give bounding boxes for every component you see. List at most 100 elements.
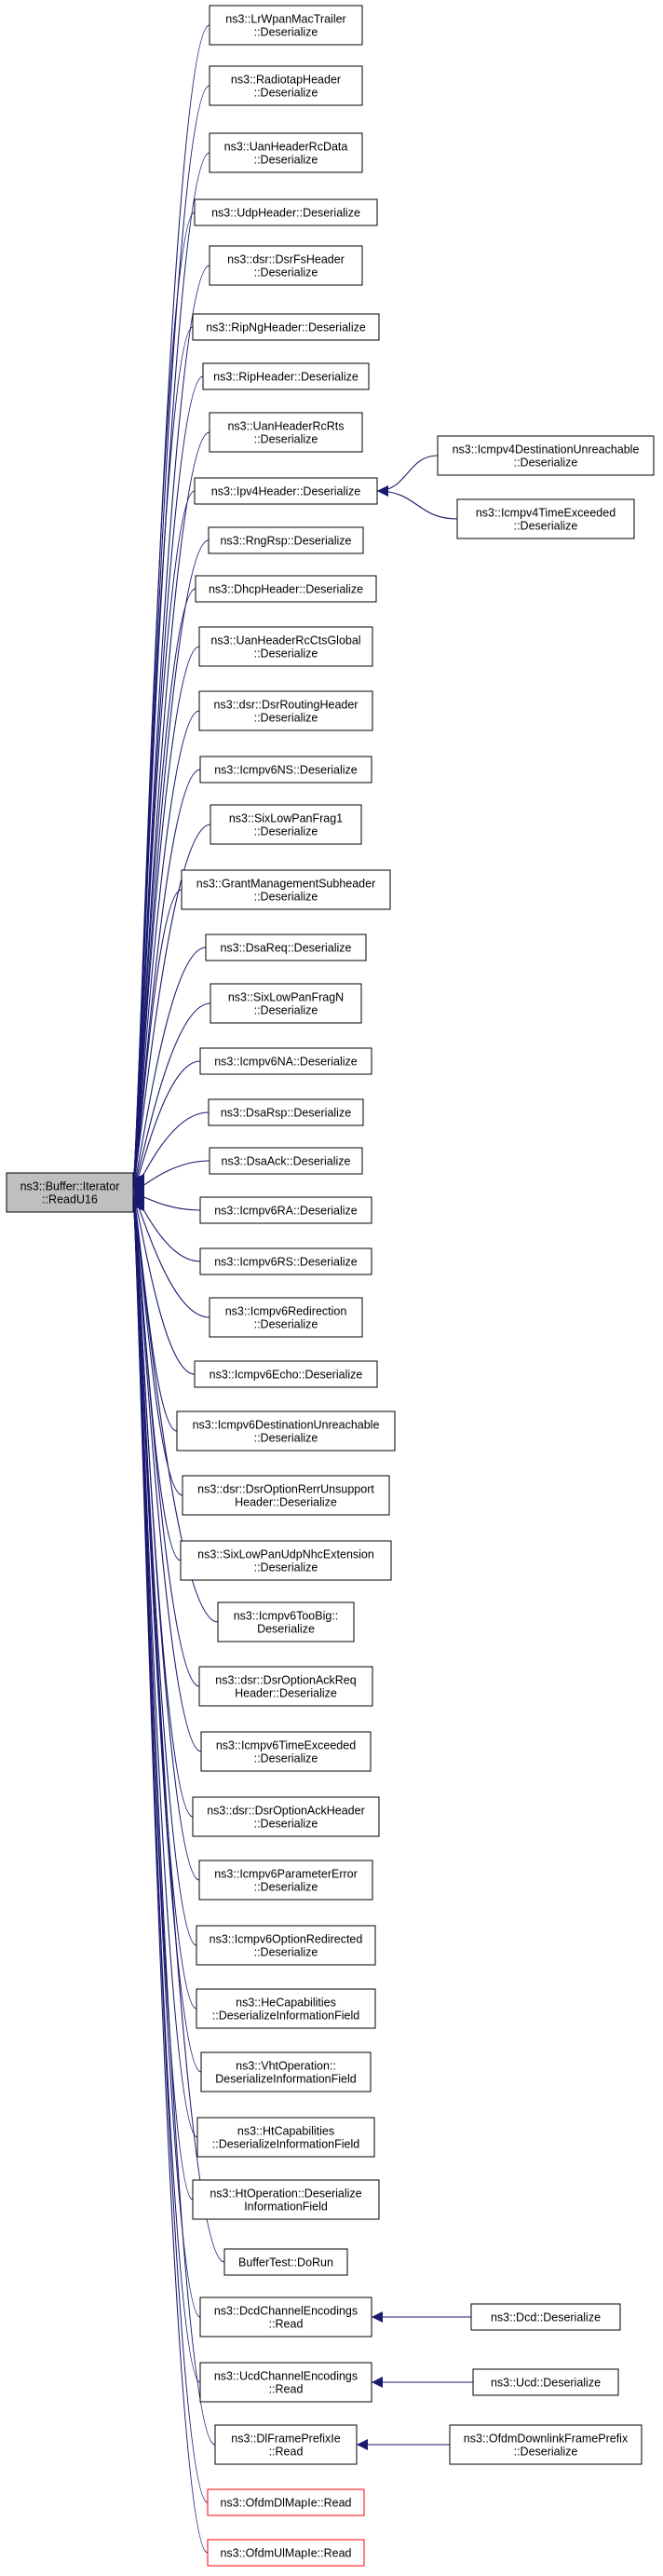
function-node-n24[interactable]: ns3::Icmpv6Echo::Deserialize — [194, 1360, 378, 1388]
call-edge-n15-to-focus — [132, 889, 183, 1189]
call-edge-n18-to-focus — [132, 1060, 201, 1194]
node-label-line: ::Deserialize — [254, 1881, 318, 1894]
node-box — [192, 1796, 380, 1837]
function-node-n12[interactable]: ns3::dsr::DsrRoutingHeader::Deserialize — [198, 690, 373, 731]
node-label-line: ::Deserialize — [254, 266, 318, 279]
function-node-n14[interactable]: ns3::SixLowPanFrag1::Deserialize — [210, 804, 362, 845]
function-node-n29[interactable]: ns3::dsr::DsrOptionAckReqHeader::Deseria… — [198, 1666, 373, 1707]
function-node-n3[interactable]: ns3::UdpHeader::Deserialize — [194, 198, 378, 226]
node-label-line: ns3::dsr::DsrOptionAckReq — [215, 1674, 356, 1687]
node-box — [199, 2297, 372, 2337]
function-node-n4[interactable]: ns3::dsr::DsrFsHeader::Deserialize — [209, 245, 363, 286]
node-label-line: ns3::SixLowPanFrag1 — [229, 812, 343, 825]
function-node-n21[interactable]: ns3::Icmpv6RA::Deserialize — [199, 1196, 372, 1224]
node-box — [194, 1360, 378, 1388]
node-label-line: ns3::OfdmDownlinkFramePrefix — [464, 2433, 629, 2446]
node-label-line: ns3::Ucd::Deserialize — [491, 2377, 601, 2390]
function-node-n20[interactable]: ns3::DsaAck::Deserialize — [209, 1147, 363, 1175]
node-label-line: ns3::Dcd::Deserialize — [491, 2311, 601, 2324]
function-node-n37[interactable]: ns3::HtOperation::DeserializeInformation… — [192, 2179, 380, 2220]
function-node-n36[interactable]: ns3::HtCapabilities::DeserializeInformat… — [196, 2117, 375, 2158]
function-node-n6[interactable]: ns3::RipHeader::Deserialize — [202, 362, 370, 390]
function-node-n28[interactable]: ns3::Icmpv6TooBig::Deserialize — [217, 1601, 355, 1642]
node-label-line: ns3::UanHeaderRcCtsGlobal — [210, 634, 360, 647]
function-node-n19[interactable]: ns3::DsaRsp::Deserialize — [208, 1098, 364, 1126]
node-label-line: ns3::Icmpv6TimeExceeded — [216, 1739, 356, 1752]
node-label-line: ns3::Ipv4Header::Deserialize — [211, 485, 361, 498]
node-box — [209, 412, 363, 453]
node-label-line: ns3::HtOperation::Deserialize — [210, 2188, 361, 2201]
node-label-line: ns3::Icmpv6NS::Deserialize — [214, 764, 358, 777]
node-label-line: ns3::dsr::DsrFsHeader — [227, 253, 345, 266]
function-node-n9[interactable]: ns3::RngRsp::Deserialize — [208, 526, 364, 554]
function-node-n31[interactable]: ns3::dsr::DsrOptionAckHeader::Deserializ… — [192, 1796, 380, 1837]
function-node-n17[interactable]: ns3::SixLowPanFragN::Deserialize — [210, 983, 362, 1024]
function-node-n1[interactable]: ns3::RadiotapHeader::Deserialize — [209, 65, 363, 106]
node-label-line: ns3::UanHeaderRcRts — [227, 420, 344, 433]
function-node-n10[interactable]: ns3::DhcpHeader::Deserialize — [195, 575, 377, 603]
function-node-n32[interactable]: ns3::Icmpv6ParameterError::Deserialize — [198, 1860, 373, 1901]
function-node-s3[interactable]: ns3::Ucd::Deserialize — [472, 2368, 619, 2396]
node-label-line: Header::Deserialize — [235, 1496, 337, 1509]
node-box — [205, 934, 367, 961]
node-label-line: ns3::Icmpv6Redirection — [225, 1305, 347, 1318]
function-node-n7[interactable]: ns3::UanHeaderRcRts::Deserialize — [209, 412, 363, 453]
node-box — [195, 575, 377, 603]
node-box — [196, 2117, 375, 2158]
call-edge-n43-to-focus — [132, 1202, 209, 2554]
function-node-n33[interactable]: ns3::Icmpv6OptionRedirected::Deserialize — [196, 1925, 376, 1966]
function-node-s1[interactable]: ns3::Icmpv4TimeExceeded::Deserialize — [456, 498, 635, 539]
function-node-n15[interactable]: ns3::GrantManagementSubheader::Deseriali… — [181, 869, 391, 910]
node-label-line: ns3::OfdmDlMapIe::Read — [220, 2497, 351, 2510]
function-node-n0[interactable]: ns3::LrWpanMacTrailer::Deserialize — [209, 5, 363, 46]
function-node-n11[interactable]: ns3::UanHeaderRcCtsGlobal::Deserialize — [198, 626, 373, 667]
function-node-n41[interactable]: ns3::DlFramePrefixIe::Read — [214, 2424, 358, 2465]
function-node-n22[interactable]: ns3::Icmpv6RS::Deserialize — [199, 1247, 372, 1275]
function-node-n27[interactable]: ns3::SixLowPanUdpNhcExtension::Deseriali… — [180, 1540, 392, 1581]
function-node-s4[interactable]: ns3::OfdmDownlinkFramePrefix::Deserializ… — [449, 2424, 643, 2465]
node-label-line: ns3::SixLowPanUdpNhcExtension — [197, 1548, 374, 1561]
function-node-n18[interactable]: ns3::Icmpv6NA::Deserialize — [199, 1047, 372, 1075]
node-box — [199, 2362, 372, 2403]
function-node-n40[interactable]: ns3::UcdChannelEncodings::Read — [199, 2362, 372, 2403]
node-box — [199, 756, 372, 784]
function-node-s0[interactable]: ns3::Icmpv4DestinationUnreachable::Deser… — [437, 435, 655, 476]
call-edge-s0-to-n8 — [376, 455, 439, 497]
call-edge-n19-to-focus — [132, 1111, 210, 1196]
node-box — [449, 2424, 643, 2465]
function-node-n13[interactable]: ns3::Icmpv6NS::Deserialize — [199, 756, 372, 784]
function-node-n42[interactable]: ns3::OfdmDlMapIe::Read — [207, 2488, 365, 2516]
call-edge-n16-to-focus — [132, 947, 207, 1191]
function-node-n35[interactable]: ns3::VhtOperation::DeserializeInformatio… — [200, 2051, 372, 2092]
node-label-line: ns3::Icmpv6DestinationUnreachable — [193, 1419, 380, 1432]
node-label-line: ns3::Icmpv6RA::Deserialize — [214, 1205, 358, 1218]
function-node-n39[interactable]: ns3::DcdChannelEncodings::Read — [199, 2297, 372, 2337]
function-node-n23[interactable]: ns3::Icmpv6Redirection::Deserialize — [209, 1297, 363, 1338]
node-box — [456, 498, 635, 539]
function-node-n26[interactable]: ns3::dsr::DsrOptionRerrUnsupportHeader::… — [182, 1475, 390, 1516]
function-node-s2[interactable]: ns3::Dcd::Deserialize — [470, 2303, 621, 2331]
node-label-line: ns3::UcdChannelEncodings — [214, 2370, 358, 2383]
node-label-line: ns3::DhcpHeader::Deserialize — [209, 583, 363, 596]
node-label-line: ::Deserialize — [254, 154, 318, 167]
node-label-line: ::Read — [269, 2383, 304, 2396]
function-node-n2[interactable]: ns3::UanHeaderRcData::Deserialize — [209, 132, 363, 173]
function-node-n25[interactable]: ns3::Icmpv6DestinationUnreachable::Deser… — [176, 1411, 396, 1452]
node-label-line: ::Deserialize — [254, 1752, 318, 1765]
node-label-line: ns3::DsaRsp::Deserialize — [221, 1107, 351, 1120]
function-node-n38[interactable]: BufferTest::DoRun — [223, 2248, 348, 2276]
node-box — [198, 626, 373, 667]
node-box — [6, 1172, 134, 1213]
function-node-n8[interactable]: ns3::Ipv4Header::Deserialize — [194, 477, 378, 505]
function-node-n30[interactable]: ns3::Icmpv6TimeExceeded::Deserialize — [200, 1731, 372, 1772]
function-node-n16[interactable]: ns3::DsaReq::Deserialize — [205, 934, 367, 961]
node-label-line: ns3::RipHeader::Deserialize — [213, 371, 359, 384]
function-node-n5[interactable]: ns3::RipNgHeader::Deserialize — [192, 313, 380, 341]
node-label-line: ns3::Icmpv4DestinationUnreachable — [453, 443, 640, 457]
node-box — [199, 1247, 372, 1275]
node-label-line: ns3::Icmpv6TooBig:: — [234, 1610, 339, 1623]
function-node-n34[interactable]: ns3::HeCapabilities::DeserializeInformat… — [196, 1988, 376, 2029]
call-edge-n22-to-focus — [132, 1189, 201, 1262]
function-node-n43[interactable]: ns3::OfdmUlMapIe::Read — [207, 2539, 365, 2567]
